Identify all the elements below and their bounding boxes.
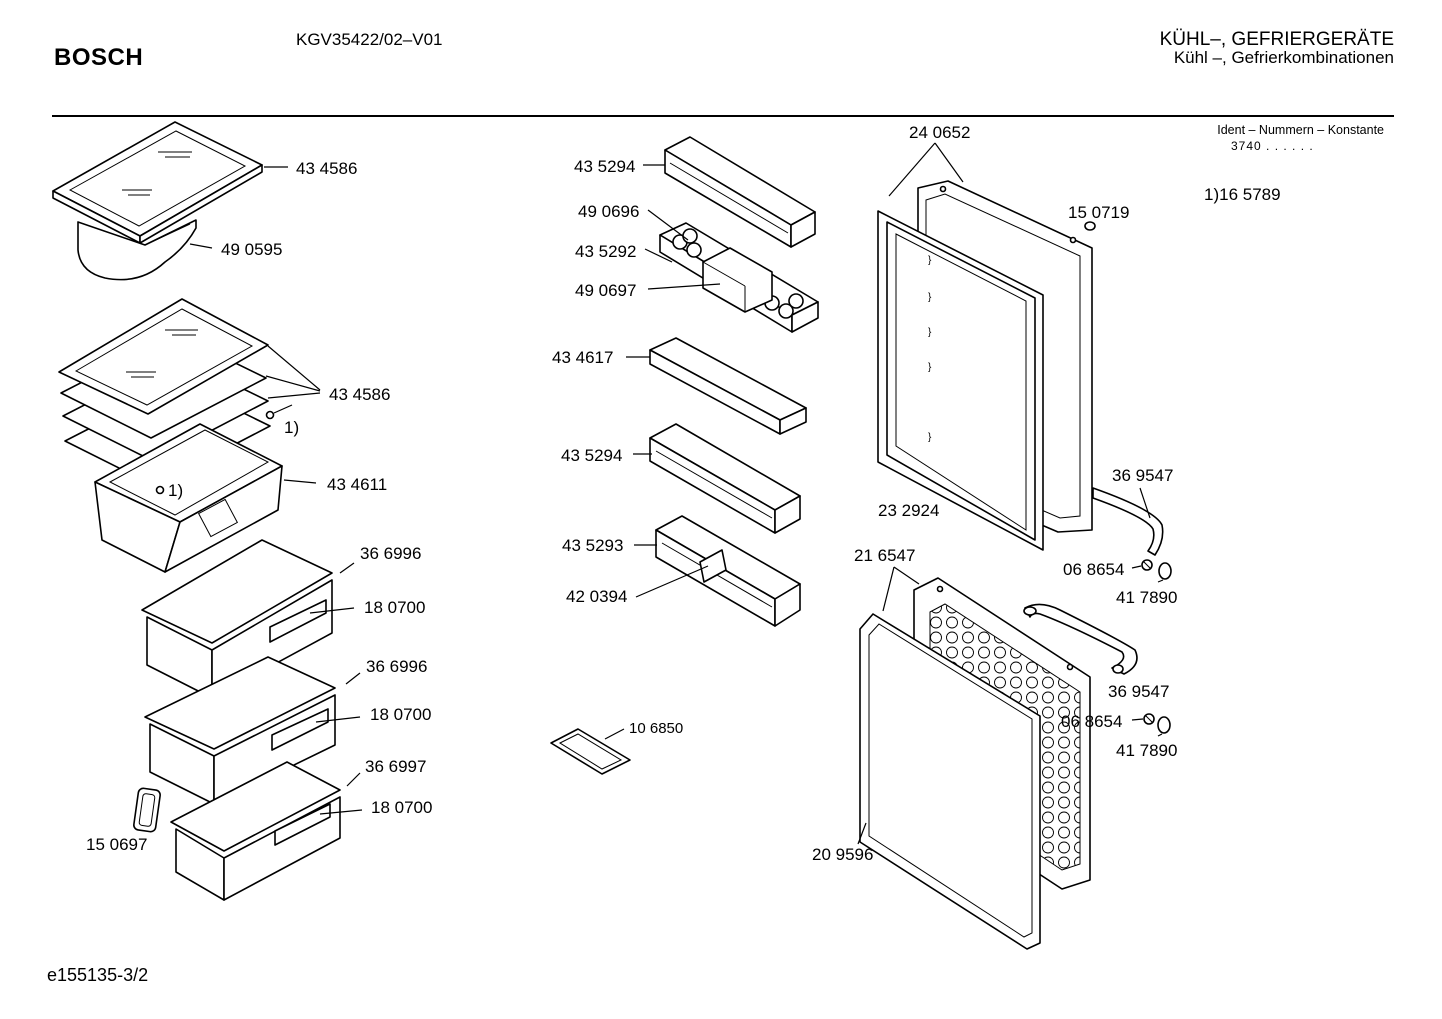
label-232924: 23 2924 xyxy=(878,501,939,520)
screw-b xyxy=(1143,713,1155,725)
label-150719: 15 0719 xyxy=(1068,203,1129,222)
door-shelf-b xyxy=(649,423,801,534)
header-rule xyxy=(52,115,1394,117)
leader-369547-a xyxy=(1139,487,1151,519)
label-216547: 21 6547 xyxy=(854,546,915,565)
label-106850: 10 6850 xyxy=(629,720,683,737)
label-435294-a: 43 5294 xyxy=(574,157,635,176)
door-shelf-c xyxy=(655,515,801,627)
egg-tray-shelf xyxy=(659,222,819,333)
svg-text:}: } xyxy=(928,432,932,443)
leader-490697 xyxy=(647,283,721,290)
leader-ref1-a xyxy=(273,404,293,414)
footnote: 1)16 5789 xyxy=(1204,185,1281,204)
leader-420394 xyxy=(635,565,709,598)
label-417890-b: 41 7890 xyxy=(1116,741,1177,760)
label-434586-stack: 43 4586 xyxy=(329,385,390,404)
leader-068654-a xyxy=(1131,565,1142,569)
model-number: KGV35422/02–V01 xyxy=(296,30,443,49)
label-435294-b: 43 5294 xyxy=(561,446,622,465)
leader-240652-b xyxy=(934,142,964,183)
glass-shelf-top xyxy=(52,121,263,244)
leader-490595 xyxy=(189,243,213,249)
label-366996-b: 36 6996 xyxy=(366,657,427,676)
label-434586-top: 43 4586 xyxy=(296,159,357,178)
label-ref1-b: 1) xyxy=(168,481,183,500)
label-369547-a: 36 9547 xyxy=(1112,466,1173,485)
svg-text:}: } xyxy=(928,292,932,303)
label-180700-a: 18 0700 xyxy=(364,598,425,617)
leader-366996-b xyxy=(345,672,361,685)
label-435292: 43 5292 xyxy=(575,242,636,261)
leader-180700-a xyxy=(309,607,355,614)
leader-490696 xyxy=(647,209,689,241)
ident-label: Ident – Nummern – Konstante xyxy=(1217,123,1384,137)
leader-434586-stack-1 xyxy=(267,345,321,391)
label-369547-b: 36 9547 xyxy=(1108,682,1169,701)
label-490696: 49 0696 xyxy=(578,202,639,221)
leader-240652-a xyxy=(888,142,936,197)
leader-180700-b xyxy=(315,716,361,723)
label-150697: 15 0697 xyxy=(86,835,147,854)
svg-text:}: } xyxy=(928,327,932,338)
label-366996-a: 36 6996 xyxy=(360,544,421,563)
crisper-drawer-c xyxy=(170,761,341,901)
label-068654-a: 06 8654 xyxy=(1063,560,1124,579)
screw-a xyxy=(1141,559,1153,571)
subcategory-title: Kühl –, Gefrierkombinationen xyxy=(1173,48,1394,67)
label-ref1-a: 1) xyxy=(284,418,299,437)
ice-cube-tray xyxy=(550,728,631,775)
leader-434611 xyxy=(283,479,317,484)
label-490595: 49 0595 xyxy=(221,240,282,259)
freezer-door-handle xyxy=(1023,603,1138,675)
leader-068654-b xyxy=(1131,718,1144,721)
small-seal-part xyxy=(133,787,161,833)
leader-434586-stack-2 xyxy=(265,375,321,392)
door-stop-plug xyxy=(1084,221,1096,231)
label-435293: 43 5293 xyxy=(562,536,623,555)
leader-209596 xyxy=(857,822,867,845)
ident-value: 3740 . . . . . . xyxy=(1231,139,1314,153)
leader-180700-c xyxy=(319,809,363,815)
leader-417890-b xyxy=(1157,733,1163,737)
glass-shelf-stack xyxy=(58,298,275,487)
bottle-shelf xyxy=(649,337,807,435)
label-240652: 24 0652 xyxy=(909,123,970,142)
label-366997: 36 6997 xyxy=(365,757,426,776)
label-434617: 43 4617 xyxy=(552,348,613,367)
label-180700-c: 18 0700 xyxy=(371,798,432,817)
leader-106850 xyxy=(604,728,625,740)
leader-417890-a xyxy=(1157,579,1164,583)
drawer-tray xyxy=(94,423,283,573)
drawing-id: e155135-3/2 xyxy=(47,965,149,985)
label-417890-a: 41 7890 xyxy=(1116,588,1177,607)
label-490697: 49 0697 xyxy=(575,281,636,300)
svg-text:}: } xyxy=(928,362,932,373)
brand-logo: BOSCH xyxy=(54,44,144,71)
label-068654-b: 06 8654 xyxy=(1061,712,1122,731)
crisper-drawer-b xyxy=(144,656,336,805)
crisper-drawer-a xyxy=(141,539,333,699)
label-180700-b: 18 0700 xyxy=(370,705,431,724)
label-209596: 20 9596 xyxy=(812,845,873,864)
cap-a xyxy=(1158,562,1172,580)
shelf-cover-part xyxy=(77,219,197,281)
leader-216547-a xyxy=(882,566,895,612)
leader-366996-a xyxy=(339,562,355,574)
freezer-door-gasket xyxy=(859,613,1041,950)
cap-b xyxy=(1157,716,1171,734)
label-434611: 43 4611 xyxy=(327,475,387,494)
leader-435292 xyxy=(644,248,673,263)
label-420394: 42 0394 xyxy=(566,587,627,606)
leader-434586-stack-3 xyxy=(267,392,321,399)
fridge-door-gasket: } } } } } xyxy=(877,210,1044,551)
fridge-door-handle xyxy=(1092,487,1164,556)
category-title: KÜHL–, GEFRIERGERÄTE xyxy=(1159,29,1394,50)
leader-216547-b xyxy=(893,566,920,585)
leader-366997 xyxy=(346,772,361,787)
svg-text:}: } xyxy=(928,255,932,266)
